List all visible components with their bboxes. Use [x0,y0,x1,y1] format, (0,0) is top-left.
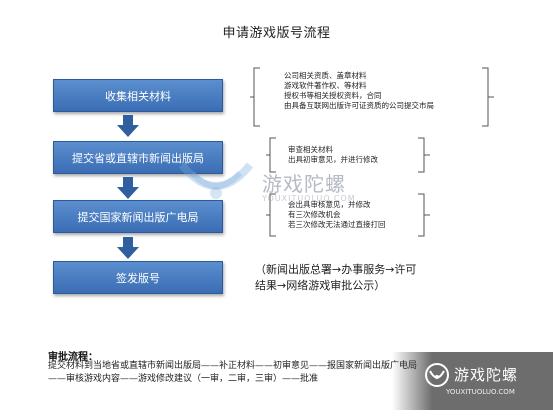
note-line: 有三次修改机会 [288,210,341,219]
corner-watermark-band [392,352,553,410]
provincial-notes: 审查相关材料 出具初审意见，并进行修改 [288,145,378,165]
note-line: 由具备互联网出版许可证资质的公司提交市局 [284,101,434,110]
corner-watermark-url: YOUXITUOLUO.COM [446,388,515,396]
provincial-bracket [266,137,430,173]
step-label: 提交省或直辖市新闻出版局 [72,151,204,165]
note-line: 授权书等相关授权资料，合同 [284,91,382,100]
note-line: 出具初审意见，并进行修改 [288,155,378,164]
down-arrow-icon [117,177,139,199]
national-notes: 会出具审核意见，并修改 有三次修改机会 若三次修改无法通过直接打回 [288,200,386,230]
note-line: 审查相关材料 [288,145,333,154]
publication-query-path: （新闻出版总署→办事服务→许可 结果→网络游戏审批公示） [255,262,416,294]
flow-line: （新闻出版总署→办事服务→许可 [255,263,417,276]
down-arrow-icon [117,237,139,259]
materials-bracket [250,67,494,127]
review-heading: 审批流程： [48,352,98,363]
note-line: 会出具审核意见，并修改 [288,200,371,209]
corner-logo-icon [425,363,449,387]
review-body: 提交材料到当地省或直辖市新闻出版局——补正材料——初审意见——报国家新闻出版广电… [48,361,418,384]
note-line: 公司相关资质、盖章材料 [284,71,367,80]
diagram-title: 申请游戏版号流程 [222,26,331,41]
step-submit-provincial: 提交省或直辖市新闻出版局 [53,141,223,174]
step-label: 签发版号 [116,271,160,285]
national-bracket [266,193,430,237]
watermark-name: 游戏陀螺 [262,172,346,196]
step-label: 收集相关材料 [105,89,171,103]
step-label: 提交国家新闻出版广电局 [77,210,199,224]
materials-notes: 公司相关资质、盖章材料 游戏软件著作权、等材料 授权书等相关授权资料，合同 由具… [284,71,434,111]
down-arrow-icon [117,115,139,137]
step-submit-national: 提交国家新闻出版广电局 [53,200,223,233]
watermark-url: YOUXITUOLUO.COM [262,194,356,203]
flow-line: 结果→网络游戏审批公示） [255,279,386,292]
corner-watermark-name: 游戏陀螺 [454,366,519,384]
note-line: 若三次修改无法通过直接打回 [288,220,386,229]
step-collect-materials: 收集相关材料 [53,79,223,112]
watermark-logo-icon [178,162,254,199]
step-issue-number: 签发版号 [53,261,223,294]
note-line: 游戏软件著作权、等材料 [284,81,367,90]
